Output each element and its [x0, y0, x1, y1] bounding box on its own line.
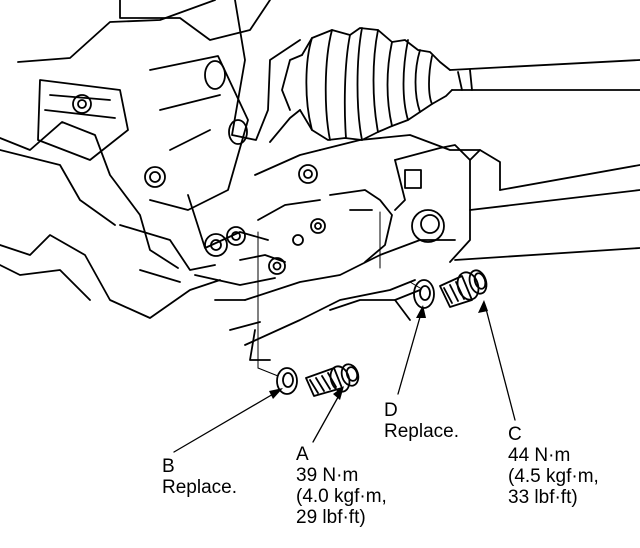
- callout-a-letter: A: [296, 444, 309, 465]
- leader-arrowheads: [269, 300, 488, 400]
- bolt-a: [305, 363, 360, 397]
- housing-bolt-5: [268, 257, 286, 275]
- leader-line-a: [312, 389, 343, 443]
- housing-bolt-7: [310, 218, 326, 234]
- alignment-lines: [257, 211, 421, 377]
- callout-a-torque-kgfm: (4.0 kgf·m,: [296, 486, 387, 507]
- arrowhead-c: [478, 300, 488, 313]
- callout-c: C 44 N·m (4.5 kgf·m, 33 lbf·ft): [508, 424, 599, 508]
- callout-d-letter: D: [384, 400, 398, 421]
- callout-c-torque-nm: 44 N·m: [508, 445, 571, 466]
- transmission-housing: [0, 0, 321, 319]
- washer-d: [413, 279, 435, 309]
- housing-bolt-1: [72, 94, 92, 114]
- callout-b: B Replace.: [162, 456, 237, 498]
- leader-lines: [173, 304, 516, 453]
- housing-bolt-6: [298, 164, 318, 184]
- callout-d: D Replace.: [384, 400, 459, 442]
- washer-b: [276, 367, 298, 395]
- callout-b-letter: B: [162, 456, 175, 477]
- housing-bolt-2: [144, 166, 166, 188]
- driveshaft-cv-boot: [269, 27, 640, 143]
- housing-bolt-group: [72, 94, 326, 275]
- callout-c-torque-lbfft: 33 lbf·ft): [508, 487, 578, 508]
- bolt-c: [439, 269, 488, 308]
- callout-b-note: Replace.: [162, 477, 237, 498]
- lower-bracket: [214, 134, 640, 361]
- leader-line-c: [484, 304, 516, 421]
- callout-d-note: Replace.: [384, 421, 459, 442]
- callout-c-torque-kgfm: (4.5 kgf·m,: [508, 466, 599, 487]
- callout-c-letter: C: [508, 424, 522, 445]
- housing-bolt-3: [204, 233, 228, 257]
- housing-bolt-8: [292, 234, 304, 246]
- callout-a-torque-lbfft: 29 lbf·ft): [296, 507, 366, 528]
- leader-line-d: [397, 309, 423, 395]
- housing-bolt-4: [226, 226, 246, 246]
- bracket-bushing: [411, 209, 445, 243]
- callout-a: A 39 N·m (4.0 kgf·m, 29 lbf·ft): [296, 444, 387, 528]
- arrowhead-b: [269, 388, 283, 399]
- leader-line-b: [173, 389, 281, 453]
- arrowhead-a: [333, 386, 344, 400]
- callout-a-torque-nm: 39 N·m: [296, 465, 359, 486]
- arrowhead-d: [416, 305, 426, 318]
